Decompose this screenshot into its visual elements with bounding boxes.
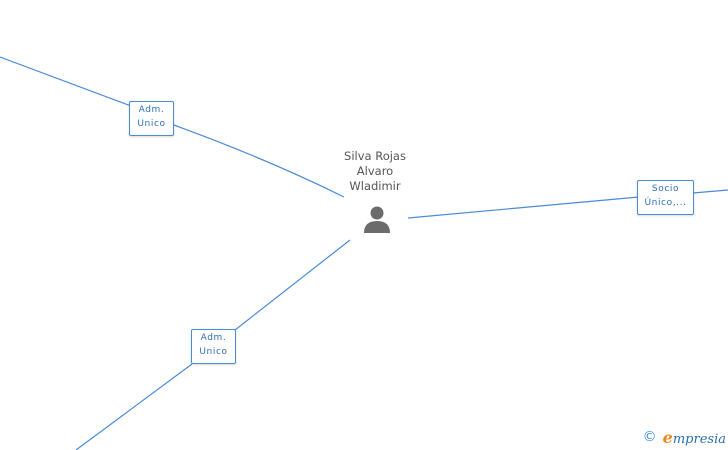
center-node-name-line: Silva Rojas [344,149,406,163]
center-node-name-line: Alvaro [356,164,394,178]
edge-line-socio [407,189,728,219]
edge-label-adm-unico-bottom[interactable]: Adm. Unico [191,329,236,364]
edge-label-line: Adm. [200,333,227,343]
person-icon[interactable] [361,204,393,236]
edge-label-adm-unico-top[interactable]: Adm. Unico [129,101,174,136]
edge-line-adm-bottom [75,239,351,450]
empresia-logo-text: mpresia [672,431,726,447]
edge-label-line: Unico [199,347,228,357]
empresia-logo-mark: e [662,427,673,447]
center-node-name-line: Wladimir [349,179,401,193]
edge-line-adm-top [0,56,345,198]
edge-label-socio-unico[interactable]: Socio Único,... [637,180,694,215]
center-node-name[interactable]: Silva Rojas Alvaro Wladimir [320,149,430,194]
edge-label-line: Adm. [138,105,165,115]
edge-label-line: Unico [137,119,166,129]
edge-label-line: Único,... [644,198,687,208]
copyright-symbol: © [642,429,657,445]
edge-label-line: Socio [651,184,680,194]
